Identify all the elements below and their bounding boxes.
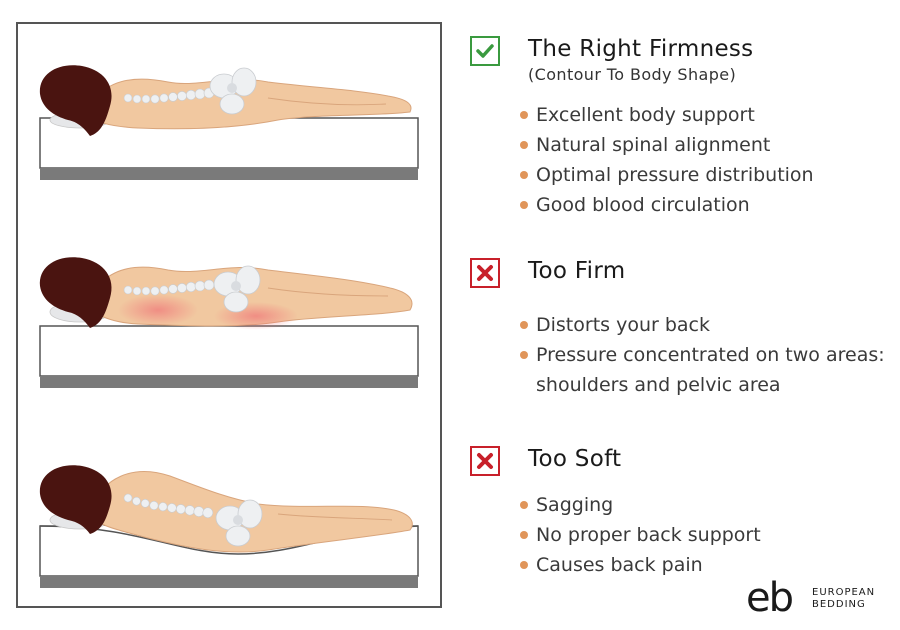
bullet-dot-icon (520, 141, 528, 149)
bullet-dot-icon (520, 561, 528, 569)
section-subheading: (Contour To Body Shape) (528, 65, 737, 84)
bullet-dot-icon (520, 201, 528, 209)
figure-right-firmness (39, 65, 419, 180)
list-item: Natural spinal alignment (518, 130, 898, 160)
bullet-dot-icon (520, 171, 528, 179)
list-item: Good blood circulation (518, 190, 898, 220)
figure-too-soft (39, 465, 419, 588)
logo-line-2: BEDDING (812, 599, 866, 610)
logo-mark: eb (746, 575, 794, 621)
illustration-frame (16, 22, 442, 608)
cross-icon (470, 258, 500, 288)
bullet-dot-icon (520, 531, 528, 539)
list-item: Pressure concentrated on two areas: (518, 340, 898, 370)
list-item-continuation: shoulders and pelvic area (536, 374, 781, 396)
bullet-list: Distorts your back Pressure concentrated… (518, 310, 898, 400)
bullet-dot-icon (520, 501, 528, 509)
bullet-dot-icon (520, 351, 528, 359)
bullet-list: Excellent body support Natural spinal al… (518, 100, 898, 220)
section-heading: The Right Firmness (528, 36, 754, 62)
bullet-list: Sagging No proper back support Causes ba… (518, 490, 898, 580)
list-item: Optimal pressure distribution (518, 160, 898, 190)
list-item: No proper back support (518, 520, 898, 550)
bullet-dot-icon (520, 321, 528, 329)
list-item: Distorts your back (518, 310, 898, 340)
bullet-dot-icon (520, 111, 528, 119)
check-icon (470, 36, 500, 66)
logo-wordmark: EUROPEAN BEDDING (812, 587, 875, 611)
list-item: Excellent body support (518, 100, 898, 130)
list-item: Sagging (518, 490, 898, 520)
sleep-illustrations (39, 65, 419, 588)
figure-too-firm (39, 257, 419, 388)
section-heading: Too Soft (528, 446, 622, 472)
list-item: Causes back pain (518, 550, 898, 580)
logo-line-1: EUROPEAN (812, 587, 876, 598)
section-heading: Too Firm (528, 258, 626, 284)
cross-icon (470, 446, 500, 476)
